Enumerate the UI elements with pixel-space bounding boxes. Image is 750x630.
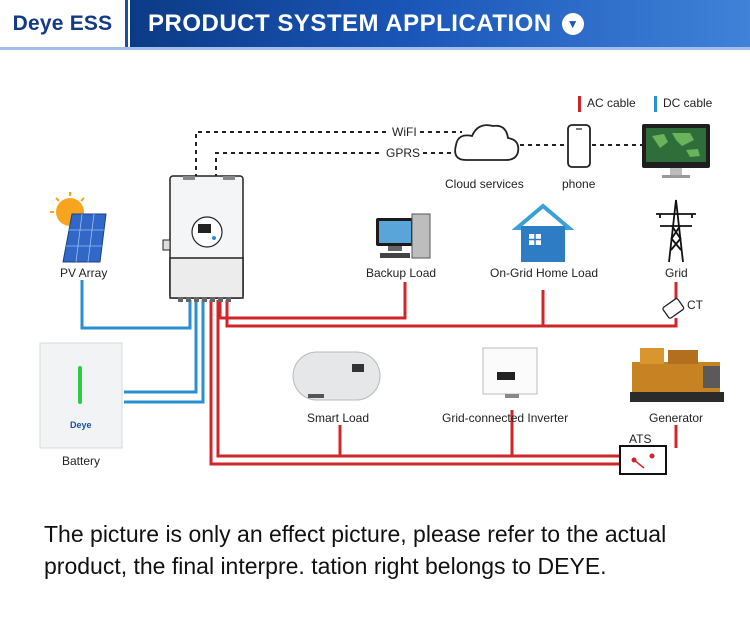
power-tower-icon xyxy=(656,199,696,263)
battery-dc-cable-2 xyxy=(124,300,205,404)
ct-sensor-icon xyxy=(662,298,685,319)
legend-dc: DC cable xyxy=(654,96,712,112)
cloud-services-label: Cloud services xyxy=(445,177,524,191)
brand-logo: Deye ESS xyxy=(0,0,128,47)
pv-array-label: PV Array xyxy=(60,266,108,280)
header-divider xyxy=(0,47,750,50)
chevron-down-icon: ▼ xyxy=(561,12,584,35)
wifi-label: WiFI xyxy=(392,125,417,139)
gprs-line-left xyxy=(215,152,383,178)
hybrid-inverter xyxy=(162,175,244,302)
grid-cable xyxy=(225,300,678,328)
backup-load-label: Backup Load xyxy=(366,266,437,280)
home-icon xyxy=(511,203,575,262)
legend-dc-label: DC cable xyxy=(663,96,713,111)
smart-load-label: Smart Load xyxy=(307,411,370,425)
phone-icon xyxy=(567,124,591,168)
ac-cable-swatch xyxy=(578,96,581,112)
battery-brand-logo: Deye xyxy=(70,420,92,430)
computer-icon xyxy=(376,213,431,259)
brand-name: Deye ESS xyxy=(12,11,113,35)
monitor-icon xyxy=(642,124,710,178)
legend-ac: AC cable xyxy=(578,96,636,112)
smart-load-bus xyxy=(216,300,622,458)
phone-label: phone xyxy=(562,177,596,191)
header: Deye ESS PRODUCT SYSTEM APPLICATION ▼ xyxy=(0,0,750,47)
backup-load-cable xyxy=(218,282,407,320)
battery-unit xyxy=(39,342,123,449)
generator-icon xyxy=(630,348,724,402)
on-grid-home-load-label: On-Grid Home Load xyxy=(490,266,599,280)
dc-cable-swatch xyxy=(654,96,657,112)
dc-cables xyxy=(80,280,205,404)
title-bar: PRODUCT SYSTEM APPLICATION ▼ xyxy=(130,0,750,47)
ats-switch xyxy=(619,445,667,475)
cloud-icon xyxy=(454,124,520,161)
ats-label: ATS xyxy=(629,432,652,446)
pv-dc-cable xyxy=(80,280,192,330)
ct-label: CT xyxy=(687,298,703,312)
grid-connected-inverter-label: Grid-connected Inverter xyxy=(442,411,569,425)
generator-label: Generator xyxy=(649,411,704,425)
ats-bus xyxy=(209,300,622,466)
page-title: PRODUCT SYSTEM APPLICATION xyxy=(148,9,552,37)
communication-lines xyxy=(195,131,642,178)
disclaimer-text: The picture is only an effect picture, p… xyxy=(44,521,667,579)
battery-dc-cable-1 xyxy=(124,300,198,394)
battery-label: Battery xyxy=(62,454,101,468)
gprs-label: GPRS xyxy=(386,146,421,160)
grid-inverter-icon xyxy=(482,347,538,398)
ac-cables xyxy=(209,282,678,466)
solar-panel-icon xyxy=(50,192,107,263)
grid-label: Grid xyxy=(665,266,688,280)
wifi-line-left xyxy=(195,131,390,178)
water-heater-icon xyxy=(292,351,381,401)
legend-ac-label: AC cable xyxy=(587,96,636,111)
